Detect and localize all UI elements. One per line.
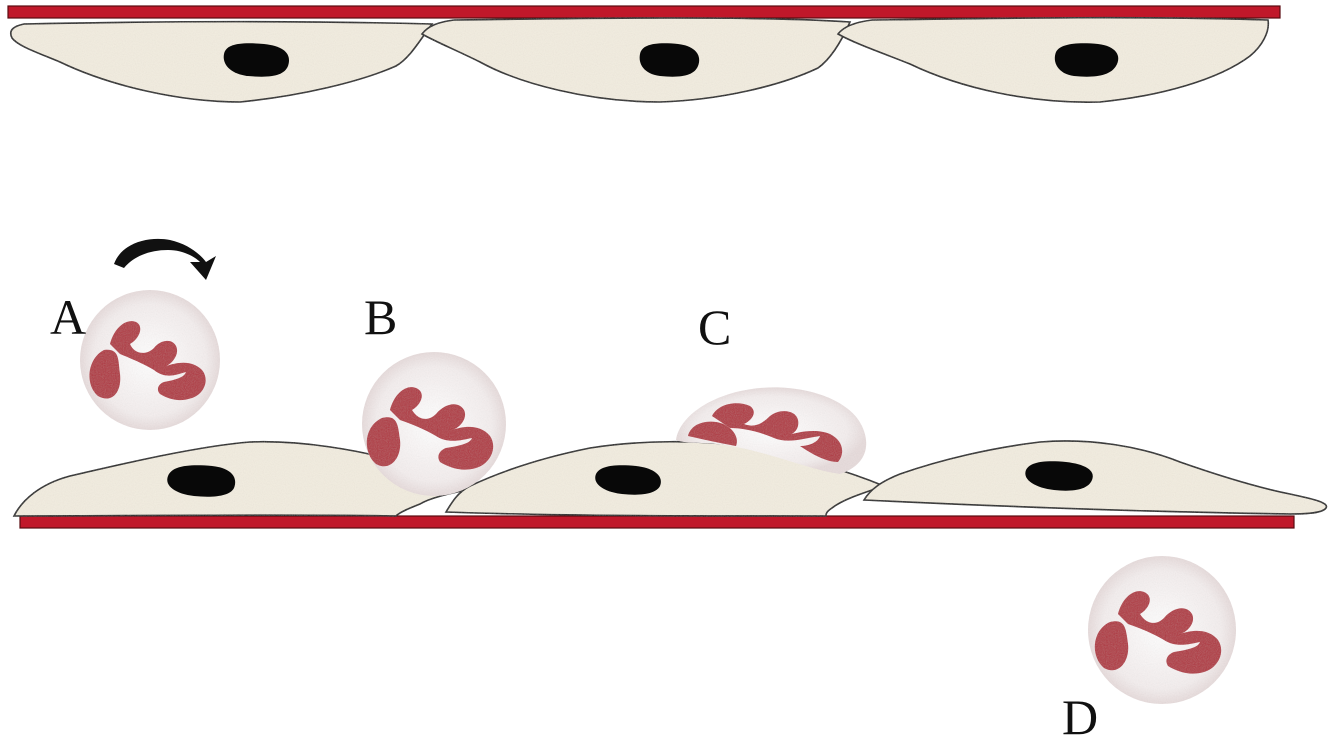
label-c: C	[698, 299, 731, 355]
top-endothelial-cell-2	[422, 18, 850, 102]
top-cell-3-nucleus	[1055, 43, 1118, 76]
leukocyte-d	[1088, 556, 1236, 704]
leukocyte-a	[80, 290, 220, 430]
bottom-endothelial-cell-3	[864, 441, 1326, 514]
label-b: B	[364, 289, 397, 345]
top-cell-2-nucleus	[640, 43, 700, 76]
label-d: D	[1062, 689, 1098, 742]
bottom-basement-membrane	[20, 516, 1294, 528]
top-endothelial-cell-3	[838, 18, 1268, 102]
top-cell-1-nucleus	[224, 43, 289, 76]
top-basement-membrane	[8, 6, 1280, 18]
label-a: A	[50, 289, 86, 345]
leukocyte-b	[362, 352, 506, 496]
curved-arrow-icon	[114, 239, 216, 280]
top-endothelial-cell-1	[11, 22, 432, 102]
